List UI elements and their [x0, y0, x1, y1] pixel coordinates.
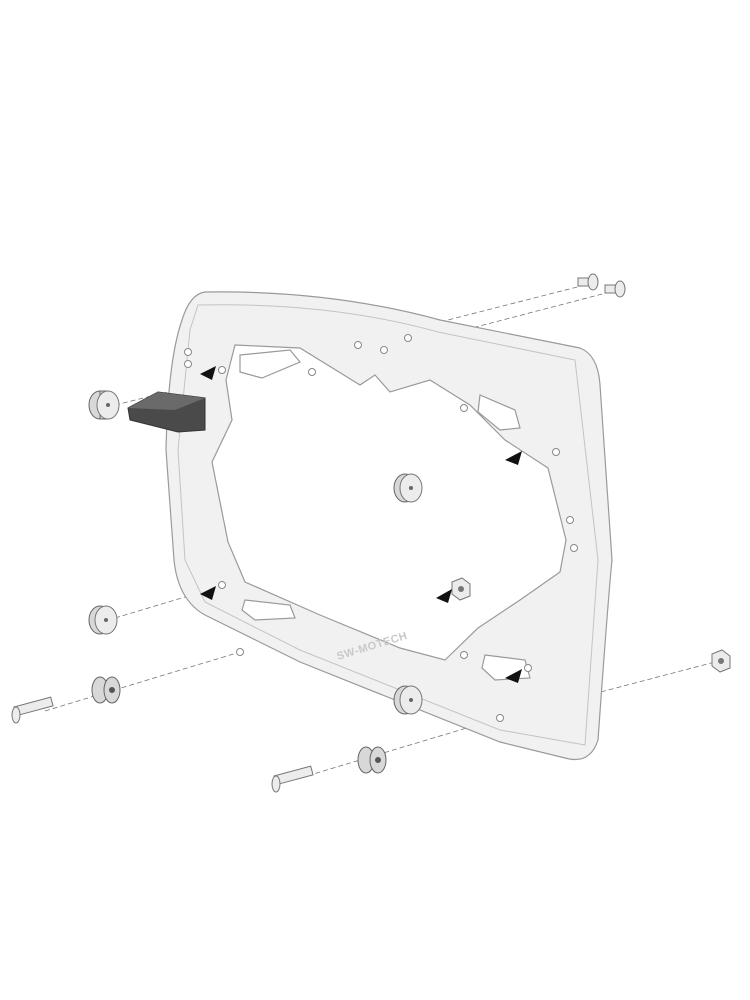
- screw-parts: [11, 273, 626, 793]
- nut-parts: [451, 577, 731, 673]
- carrier-frame: SW-MOTECH: [165, 291, 613, 761]
- mounting-holes: [184, 334, 578, 722]
- washer-parts: [91, 676, 387, 774]
- spacer-parts: [88, 390, 423, 715]
- direction-arrows: [200, 366, 522, 683]
